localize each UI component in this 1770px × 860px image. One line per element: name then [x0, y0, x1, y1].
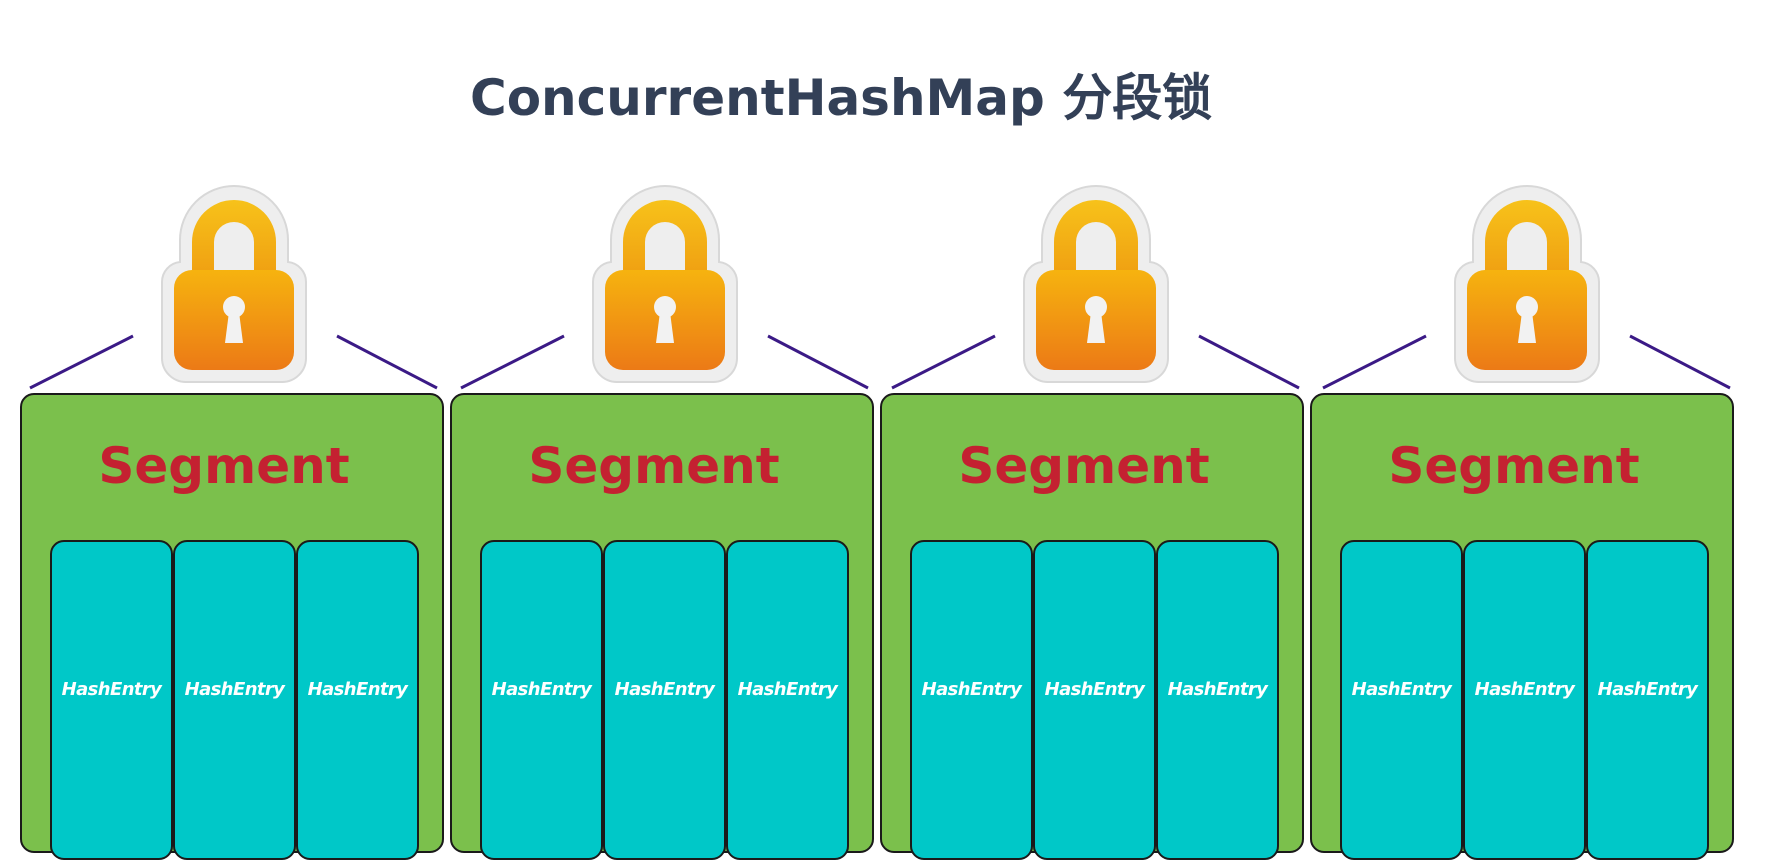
diagram-title: ConcurrentHashMap 分段锁: [470, 69, 1213, 127]
hash-entry-label: HashEntry: [307, 679, 408, 700]
connector-line: [767, 334, 869, 390]
hash-entry-group: HashEntry HashEntry HashEntry: [50, 540, 419, 860]
hash-entry: HashEntry: [1156, 540, 1279, 860]
hash-entry: HashEntry: [50, 540, 173, 860]
hash-entry-group: HashEntry HashEntry HashEntry: [480, 540, 849, 860]
connector-line: [1629, 334, 1731, 390]
hash-entry-label: HashEntry: [184, 679, 285, 700]
connector-line: [29, 334, 134, 390]
connector-line: [1322, 334, 1427, 390]
segment-label: Segment: [98, 437, 350, 495]
hash-entry-label: HashEntry: [737, 679, 838, 700]
hash-entry-group: HashEntry HashEntry HashEntry: [1340, 540, 1709, 860]
hash-entry-label: HashEntry: [614, 679, 715, 700]
hash-entry-group: HashEntry HashEntry HashEntry: [910, 540, 1279, 860]
hash-entry: HashEntry: [1033, 540, 1156, 860]
hash-entry-label: HashEntry: [1044, 679, 1145, 700]
hash-entry: HashEntry: [173, 540, 296, 860]
hash-entry-label: HashEntry: [491, 679, 592, 700]
padlock-icon: [1453, 185, 1601, 383]
hash-entry-label: HashEntry: [921, 679, 1022, 700]
connector-line: [336, 334, 438, 390]
segment-box: Segment HashEntry HashEntry HashEntry: [880, 393, 1304, 860]
connector-line: [1198, 334, 1300, 390]
hash-entry-label: HashEntry: [1351, 679, 1452, 700]
hash-entry: HashEntry: [1340, 540, 1463, 860]
hash-entry: HashEntry: [726, 540, 849, 860]
connector-line: [891, 334, 996, 390]
hash-entry-label: HashEntry: [1474, 679, 1575, 700]
padlock-icon: [160, 185, 308, 383]
segment-label: Segment: [528, 437, 780, 495]
hash-entry: HashEntry: [480, 540, 603, 860]
segment-box: Segment HashEntry HashEntry HashEntry: [20, 393, 444, 860]
connector-line: [460, 334, 565, 390]
padlock-icon: [591, 185, 739, 383]
segment-label: Segment: [1388, 437, 1640, 495]
lock-connector-lines: [29, 334, 1731, 390]
hash-entry: HashEntry: [296, 540, 419, 860]
segment-label: Segment: [958, 437, 1210, 495]
segment-box: Segment HashEntry HashEntry HashEntry: [1310, 393, 1734, 860]
hash-entry: HashEntry: [910, 540, 1033, 860]
hash-entry-label: HashEntry: [1597, 679, 1698, 700]
hash-entry: HashEntry: [1586, 540, 1709, 860]
segment-box: Segment HashEntry HashEntry HashEntry: [450, 393, 874, 860]
hash-entry: HashEntry: [603, 540, 726, 860]
hash-entry-label: HashEntry: [1167, 679, 1268, 700]
padlock-icon: [1022, 185, 1170, 383]
hash-entry: HashEntry: [1463, 540, 1586, 860]
hash-entry-label: HashEntry: [61, 679, 162, 700]
